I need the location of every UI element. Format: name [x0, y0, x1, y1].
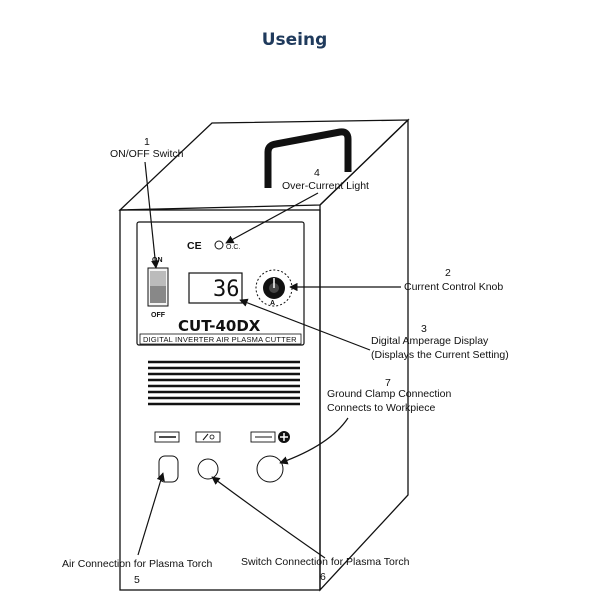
callout-2-number: 2 [445, 267, 451, 279]
ground-connector-icon [250, 431, 290, 443]
switch-on-label: ON [152, 257, 163, 264]
callout-7-text: Ground Clamp Connection [327, 388, 451, 400]
control-panel: ON OFF CE O.C. 36 A CUT-40DX DIGITAL INV… [136, 221, 305, 346]
callout-1-number: 1 [144, 136, 150, 148]
oc-label: O.C. [226, 244, 240, 251]
model-name: CUT-40DX [178, 317, 261, 335]
callout-7-text2: Connects to Workpiece [327, 402, 436, 414]
switch-connection-port[interactable] [197, 458, 219, 480]
ground-clamp-port[interactable] [256, 455, 284, 483]
amperage-display [188, 272, 243, 304]
air-connection-port[interactable] [158, 455, 179, 483]
callout-6-number: 6 [320, 571, 326, 583]
callout-4-text: Over-Current Light [282, 180, 369, 192]
carry-handle [264, 128, 352, 188]
callout-7-number: 7 [385, 377, 391, 389]
callout-6-text: Switch Connection for Plasma Torch [241, 556, 410, 568]
switch-off-label: OFF [151, 312, 166, 319]
callout-arrows [137, 161, 401, 559]
callout-1-text: ON/OFF Switch [110, 148, 184, 160]
current-control-knob[interactable] [255, 269, 293, 307]
callout-5-number: 5 [134, 574, 140, 586]
air-connector-icon [154, 431, 180, 443]
knob-unit: A [270, 300, 275, 307]
callout-3-text: Digital Amperage Display [371, 335, 489, 347]
callout-5-text: Air Connection for Plasma Torch [62, 558, 213, 570]
ce-mark: CE [187, 240, 202, 252]
cabinet [118, 118, 410, 592]
display-value: 36 [213, 277, 240, 302]
model-subtitle: DIGITAL INVERTER AIR PLASMA CUTTER [143, 335, 297, 344]
callout-4-number: 4 [314, 167, 320, 179]
callout-3-text2: (Displays the Current Setting) [371, 349, 509, 361]
callout-2-text: Current Control Knob [404, 281, 503, 293]
over-current-light [214, 240, 224, 250]
switch-connector-icon [195, 431, 221, 443]
vent-grille [148, 360, 300, 406]
page-title: Useing [261, 30, 328, 50]
power-switch[interactable] [147, 267, 169, 307]
callout-3-number: 3 [421, 323, 427, 335]
